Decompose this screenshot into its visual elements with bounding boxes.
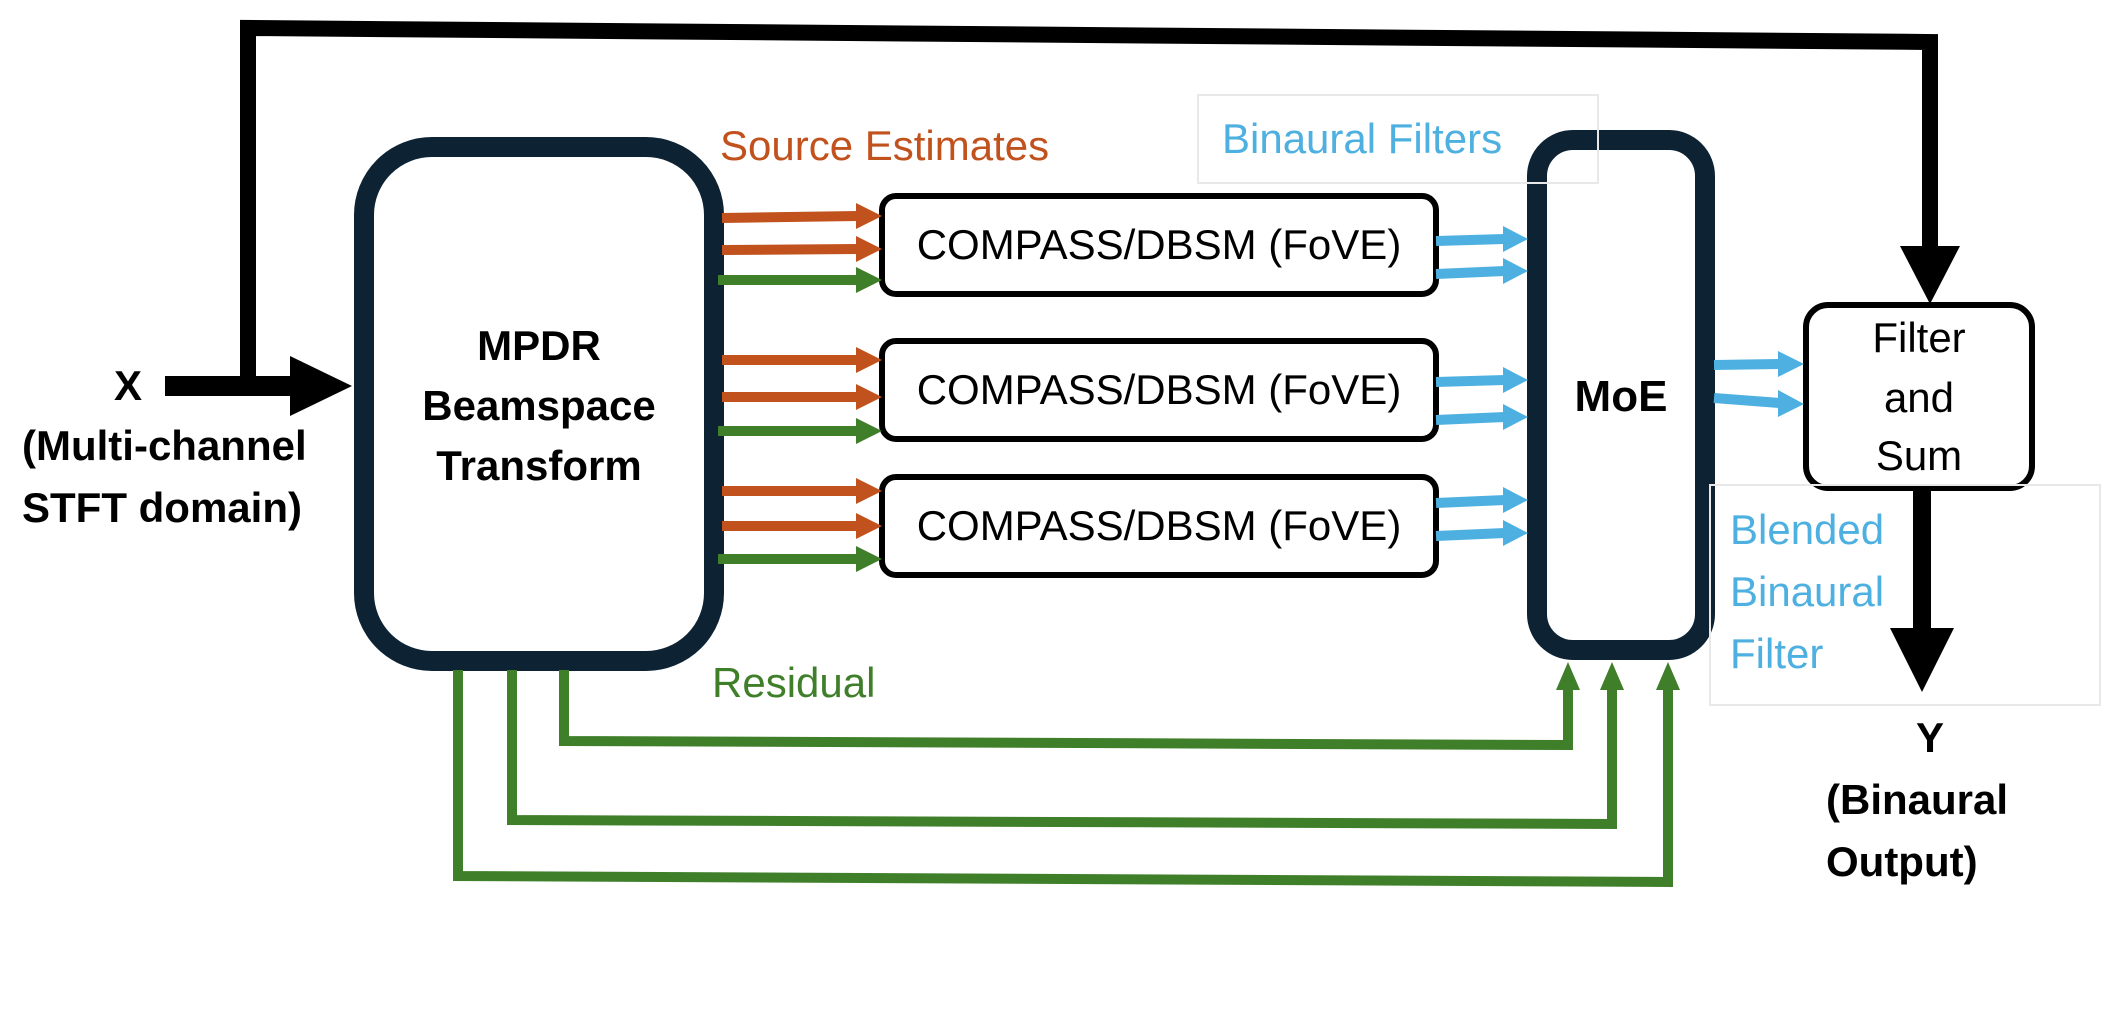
fove-block-2-label: COMPASS/DBSM (FoVE) bbox=[917, 366, 1402, 413]
blended-label-line1: Blended bbox=[1730, 506, 1884, 553]
mpdr-label-line1: MPDR bbox=[477, 322, 601, 369]
binaural-filters-label: Binaural Filters bbox=[1222, 115, 1502, 162]
output-symbol: Y bbox=[1916, 714, 1944, 761]
input-arrow bbox=[165, 356, 352, 416]
moe-label: MoE bbox=[1575, 372, 1668, 421]
input-desc-line1: (Multi-channel bbox=[22, 422, 307, 469]
mpdr-label-line3: Transform bbox=[436, 442, 641, 489]
filter-sum-block bbox=[1803, 302, 2035, 491]
blended-filter-frame bbox=[1709, 484, 2101, 706]
binaural-filters-frame bbox=[1197, 94, 1599, 184]
residual-arrowheads bbox=[1556, 662, 1680, 690]
mpdr-label-line2: Beamspace bbox=[422, 382, 655, 429]
output-desc-line1: (Binaural bbox=[1826, 776, 2008, 823]
fove-block-1-label: COMPASS/DBSM (FoVE) bbox=[917, 221, 1402, 268]
filter-sum-line3: Sum bbox=[1876, 432, 1962, 479]
source-estimate-arrows bbox=[718, 203, 882, 572]
fove-block-3-label: COMPASS/DBSM (FoVE) bbox=[917, 502, 1402, 549]
mpdr-beamspace-block bbox=[354, 137, 724, 671]
residual-label: Residual bbox=[712, 659, 875, 706]
moe-block bbox=[1527, 130, 1715, 660]
input-desc-line2: STFT domain) bbox=[22, 484, 302, 531]
output-arrow bbox=[1890, 490, 1954, 692]
output-desc-line2: Output) bbox=[1826, 838, 1978, 885]
filter-sum-line1: Filter bbox=[1872, 314, 1965, 361]
input-symbol: X bbox=[114, 362, 142, 409]
source-estimates-label: Source Estimates bbox=[720, 122, 1049, 169]
fove-block-2 bbox=[879, 338, 1439, 442]
blended-filter-arrows bbox=[1713, 351, 1804, 417]
bypass-path bbox=[240, 19, 1960, 385]
binaural-filter-arrows bbox=[1435, 226, 1528, 546]
blended-label-line2: Binaural bbox=[1730, 568, 1884, 615]
residual-paths bbox=[453, 670, 1673, 888]
blended-label-line3: Filter bbox=[1730, 630, 1823, 677]
filter-sum-line2: and bbox=[1884, 374, 1954, 421]
fove-block-1 bbox=[879, 193, 1439, 297]
